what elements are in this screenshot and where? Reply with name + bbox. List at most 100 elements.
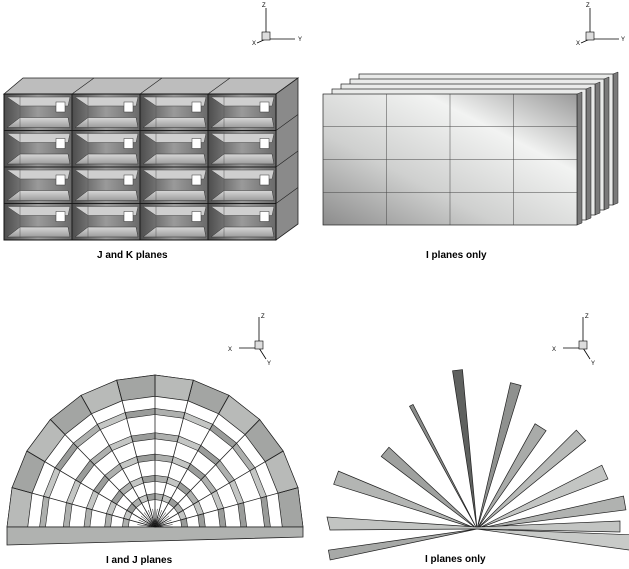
center-fine-line [140, 515, 156, 528]
ring-segment [249, 467, 267, 499]
ring-segment [197, 513, 206, 528]
fan-blade [476, 423, 547, 530]
spoke-line [156, 395, 230, 525]
ring-segment [141, 474, 156, 484]
fan-base-blade [326, 516, 621, 533]
ring-segment [43, 467, 61, 499]
cell-shelf [6, 190, 71, 201]
center-fine-line [154, 517, 171, 528]
panel-ij-planes: Z X Y I and J planes [0, 285, 315, 569]
center-fine-line [154, 509, 160, 528]
axis-label-y: Y [298, 37, 302, 43]
spoke-line [155, 380, 194, 525]
ring-segment [154, 408, 186, 419]
cell-top-shelf [210, 133, 275, 143]
ring-segment [197, 444, 221, 466]
fan-blade [476, 495, 627, 530]
slab-stack [322, 71, 619, 226]
ring-segment [130, 432, 156, 443]
cell-top-shelf [142, 206, 207, 216]
ring-segment [83, 507, 93, 528]
cell-top-shelf [142, 169, 207, 180]
ring-segment [96, 412, 128, 430]
ring-segment [187, 463, 206, 481]
center-fine-line [154, 513, 168, 528]
top-face-gridline [207, 77, 231, 95]
axis-label-y: Y [591, 361, 595, 367]
cell-gap [191, 174, 202, 186]
panel-jk-planes: Z Y X J and K planes [0, 0, 315, 285]
center-fine-line [154, 515, 170, 528]
axis-label-x: X [252, 41, 256, 47]
cell-shelf [210, 153, 275, 165]
ring-segment [211, 490, 225, 511]
center-fine-line [143, 512, 156, 528]
fan-blade [380, 446, 478, 530]
cell-shelf [142, 190, 207, 201]
spoke-line [50, 419, 154, 526]
slab-side [576, 91, 583, 226]
axis-triad: Z X Y [552, 314, 595, 367]
ring-segment [39, 495, 50, 528]
cell-shelf [210, 117, 275, 128]
fan-blade [409, 403, 478, 530]
center-fine-line [145, 511, 156, 528]
ring-segment [215, 459, 235, 484]
cell-top-shelf [142, 133, 207, 143]
ring-segment [200, 474, 217, 494]
cell-shelf [142, 117, 207, 128]
axis-label-x: X [228, 347, 232, 353]
axis-label-z: Z [586, 3, 590, 9]
cell-top-shelf [74, 96, 139, 107]
box-cells [3, 93, 277, 241]
fan-blade [476, 528, 629, 551]
axis-triad: Z Y X [576, 3, 625, 47]
axis-label-x: X [576, 41, 580, 47]
ring-segment [65, 479, 82, 505]
caption-i-planes-fan: I planes only [425, 554, 486, 565]
caption-i-planes-slabs: I planes only [426, 250, 487, 261]
i-planes-slabs-diagram: Z Y X [322, 3, 625, 226]
side-face-gridline [275, 187, 299, 204]
side-face-gridline [275, 114, 299, 131]
cell-top-shelf [210, 206, 275, 216]
center-fine-line [152, 508, 156, 528]
ring-segment [72, 423, 101, 448]
axis-label-y: Y [621, 37, 625, 43]
caption-jk-planes: J and K planes [97, 250, 168, 261]
center-fine-line [154, 510, 163, 528]
ring-segment [104, 463, 123, 481]
ring-segment [154, 474, 169, 484]
fan-blade [476, 382, 522, 530]
cell-shelf [142, 226, 207, 238]
ring-segment [154, 453, 174, 463]
cell-gap [123, 174, 134, 186]
ring-segment [232, 442, 256, 472]
fan-blade [333, 470, 478, 530]
axis-label-y: Y [267, 361, 271, 367]
spoke-line [80, 395, 154, 525]
fan-blades [326, 369, 629, 561]
top-face-gridline [139, 77, 163, 95]
cell-gap [191, 211, 202, 222]
cell-top-shelf [142, 96, 207, 107]
outer-band-segment [6, 487, 33, 528]
cell-gap [259, 138, 270, 149]
ring-segment [62, 502, 73, 528]
cell-shelf [74, 190, 139, 201]
cell-top-shelf [74, 206, 139, 216]
cell-top-shelf [6, 206, 71, 216]
cell-gap [55, 101, 66, 113]
ring-segment [237, 502, 248, 528]
cell-gap [55, 174, 66, 186]
spoke-line [156, 419, 260, 526]
cell-shelf [74, 153, 139, 165]
axis-label-z: Z [585, 314, 589, 320]
cell-top-shelf [6, 96, 71, 107]
cell-gap [259, 211, 270, 222]
top-face-gridline [71, 77, 95, 95]
cell-top-shelf [74, 169, 139, 180]
slab-side [585, 86, 592, 221]
cell-gap [123, 211, 134, 222]
cell-top-shelf [210, 96, 275, 107]
